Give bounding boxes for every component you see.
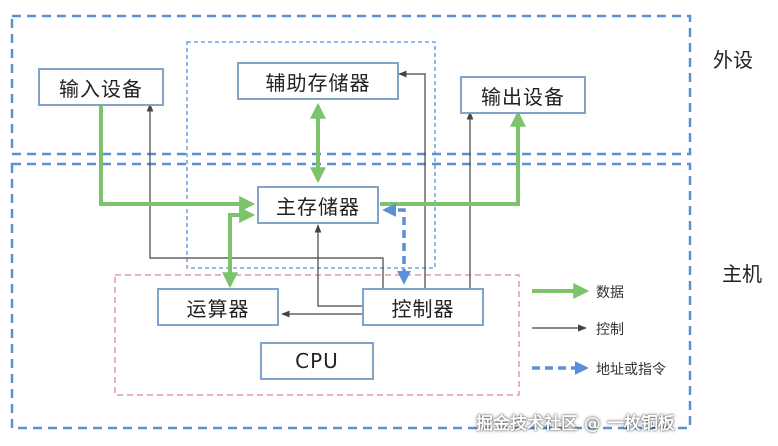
alu-box: 运算器 [157, 288, 279, 326]
memory-subregion [186, 41, 436, 269]
host-region [10, 162, 692, 430]
legend-address-label: 地址或指令 [596, 362, 666, 378]
address-line-memory-controller [382, 203, 411, 285]
cpu-region [114, 274, 520, 396]
control-line-to-aux [398, 70, 426, 288]
input-device-box: 输入设备 [38, 68, 164, 106]
peripheral-region [10, 14, 692, 156]
cpu-box: CPU [260, 342, 374, 380]
host-label: 主机 [722, 262, 762, 286]
data-line-memory-to-output [380, 110, 526, 206]
control-line-to-memory [314, 224, 362, 307]
watermark: 掘金技术社区 @ 一枚铜板 [476, 414, 675, 434]
data-line-alu-memory [222, 207, 256, 289]
legend-control-label: 控制 [596, 322, 624, 338]
data-line-input-to-memory [99, 104, 256, 212]
legend-data-label: 数据 [596, 285, 624, 301]
output-device-box: 输出设备 [460, 76, 586, 114]
aux-storage-box: 辅助存储器 [237, 62, 399, 100]
peripheral-label: 外设 [713, 48, 753, 72]
controller-box: 控制器 [362, 288, 484, 326]
main-memory-box: 主存储器 [257, 186, 379, 224]
